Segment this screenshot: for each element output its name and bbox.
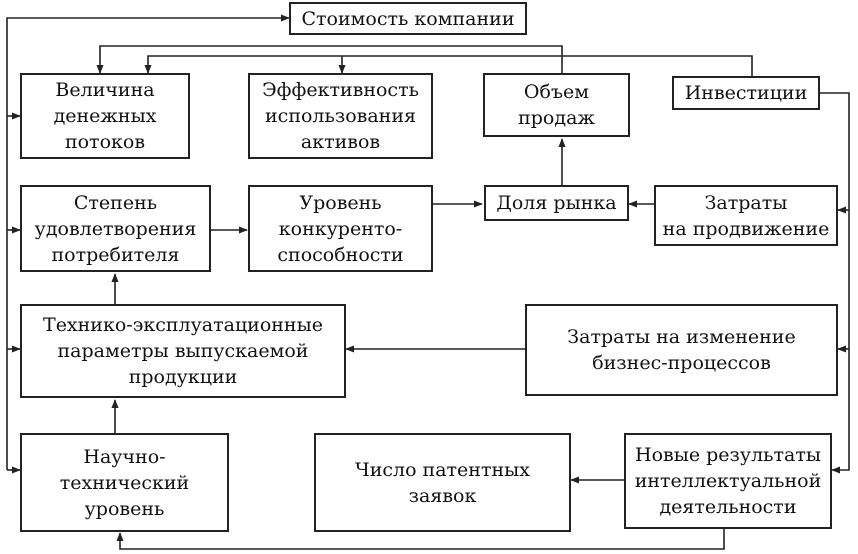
arrow-investments-to-cash-flow xyxy=(144,55,753,76)
node-process-change-costs: Затраты на изменение бизнес-процессов xyxy=(525,304,838,396)
node-promotion-costs-label: Затраты на продвижение xyxy=(662,191,830,240)
node-promotion-costs: Затраты на продвижение xyxy=(654,185,838,246)
node-investments: Инвестиции xyxy=(672,76,820,110)
node-tech-parameters-label: Технико-эксплуатационные параметры выпус… xyxy=(43,314,323,388)
node-asset-efficiency-label: Эффективность использования активов xyxy=(262,79,419,153)
node-tech-parameters: Технико-эксплуатационные параметры выпус… xyxy=(20,304,346,398)
node-ip-results: Новые результаты интеллектуальной деятел… xyxy=(624,433,832,529)
node-tech-level-label: Научно-технический уровень xyxy=(59,445,190,520)
arrow-trunk-to-company-value xyxy=(6,14,290,470)
node-patent-applications: Число патентных заявок xyxy=(314,433,571,532)
node-sales-volume-label: Объем продаж xyxy=(518,81,595,129)
node-consumer-satisfaction-label: Степень удовлетворения потребителя xyxy=(34,191,197,266)
node-competitiveness-label: Уровень конкуренто- способности xyxy=(277,191,404,266)
node-cash-flow-label: Величина денежных потоков xyxy=(53,79,157,153)
node-ip-results-label: Новые результаты интеллектуальной деятел… xyxy=(634,444,822,518)
node-investments-label: Инвестиции xyxy=(684,82,808,104)
arrow-sales-to-cash-flow xyxy=(96,45,563,76)
node-cash-flow: Величина денежных потоков xyxy=(20,73,190,159)
node-market-share: Доля рынка xyxy=(484,185,629,221)
node-company-value-label: Стоимость компании xyxy=(301,7,515,30)
node-patent-applications-label: Число патентных заявок xyxy=(355,458,530,507)
node-competitiveness: Уровень конкуренто- способности xyxy=(248,185,433,272)
node-process-change-costs-label: Затраты на изменение бизнес-процессов xyxy=(567,326,796,374)
arrow-ip-to-tech-level xyxy=(116,529,725,550)
node-company-value: Стоимость компании xyxy=(289,2,527,35)
arrow-investments-right-trunk xyxy=(820,92,850,474)
node-market-share-label: Доля рынка xyxy=(496,192,617,214)
node-consumer-satisfaction: Степень удовлетворения потребителя xyxy=(20,185,211,272)
node-tech-level: Научно-технический уровень xyxy=(20,433,229,532)
node-asset-efficiency: Эффективность использования активов xyxy=(248,73,433,159)
node-sales-volume: Объем продаж xyxy=(483,73,630,137)
